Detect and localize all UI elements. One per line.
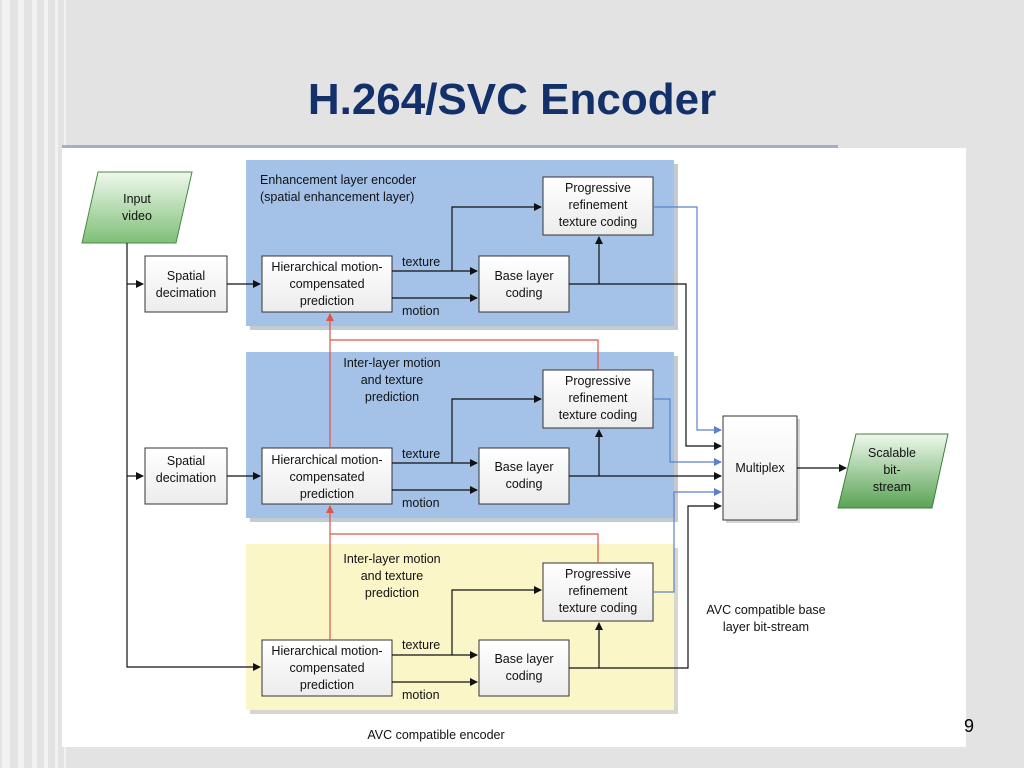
enhancement-layer-caption-2: (spatial enhancement layer): [260, 190, 414, 204]
enhancement-layer-caption-1: Enhancement layer encoder: [260, 173, 416, 187]
progressive-label-3: texture coding: [559, 215, 638, 229]
scalable-bitstream-shape: [837, 433, 949, 509]
texture-label: texture: [402, 638, 440, 652]
inter-layer-caption-2: and texture: [361, 373, 424, 387]
base-layer-coding-label-2: coding: [506, 669, 543, 683]
spatial-decimation-box: [144, 447, 228, 505]
flow-arrows: [126, 203, 847, 686]
inter-layer-caption-1: Inter-layer motion: [343, 552, 440, 566]
base-layer-coding-box: [478, 447, 570, 505]
avc-bitstream-caption-2: layer bit-stream: [723, 620, 809, 634]
input-label-2: video: [122, 209, 152, 223]
texture-label: texture: [402, 255, 440, 269]
motion-label: motion: [402, 496, 440, 510]
avc-encoder-caption: AVC compatible encoder: [367, 728, 504, 742]
base-layer-coding-label-2: coding: [506, 477, 543, 491]
progressive-label-2: refinement: [568, 584, 628, 598]
inter-layer-caption-1: Inter-layer motion: [343, 356, 440, 370]
multiplex-box: [722, 415, 798, 521]
hmc-label-1: Hierarchical motion-: [271, 260, 382, 274]
hmc-label-3: prediction: [300, 678, 354, 692]
avc-bitstream-caption-1: AVC compatible base: [706, 603, 825, 617]
hmc-label-3: prediction: [300, 294, 354, 308]
spatial-decimation-label-2: decimation: [156, 286, 216, 300]
texture-label: texture: [402, 447, 440, 461]
input-label-1: Input: [123, 192, 151, 206]
progressive-label-1: Progressive: [565, 374, 631, 388]
base-layer-coding-label-2: coding: [506, 286, 543, 300]
hmc-prediction-box: [261, 255, 393, 313]
progressive-label-2: refinement: [568, 198, 628, 212]
spatial-decimation-label-2: decimation: [156, 471, 216, 485]
hmc-prediction-box: [261, 639, 393, 697]
base-layer-coding-label-1: Base layer: [494, 460, 553, 474]
hmc-label-2: compensated: [289, 470, 364, 484]
base-layer-coding-box: [478, 255, 570, 313]
page-number: 9: [964, 716, 975, 736]
progressive-refinement-box: [542, 562, 654, 622]
hmc-label-3: prediction: [300, 487, 354, 501]
inter-layer-caption-3: prediction: [365, 586, 419, 600]
motion-label: motion: [402, 304, 440, 318]
multiplex-label: Multiplex: [735, 461, 785, 475]
inter-layer-caption-2: and texture: [361, 569, 424, 583]
base-layer-coding-box: [478, 639, 570, 697]
spatial-decimation-box: [144, 255, 228, 313]
motion-label: motion: [402, 688, 440, 702]
progressive-refinement-box: [542, 176, 654, 236]
hmc-prediction-box: [261, 447, 393, 505]
spatial-decimation-label-1: Spatial: [167, 269, 205, 283]
progressive-refinement-box: [542, 369, 654, 429]
progressive-label-1: Progressive: [565, 181, 631, 195]
refinement-arrows: [653, 206, 722, 593]
progressive-label-2: refinement: [568, 391, 628, 405]
base-layer-coding-label-1: Base layer: [494, 269, 553, 283]
progressive-label-3: texture coding: [559, 408, 638, 422]
spatial-decimation-label-1: Spatial: [167, 454, 205, 468]
inter-layer-caption-3: prediction: [365, 390, 419, 404]
output-label-3: stream: [873, 480, 911, 494]
inter-layer-arrows: [326, 313, 599, 640]
progressive-label-3: texture coding: [559, 601, 638, 615]
output-label-2: bit-: [883, 463, 900, 477]
hmc-label-2: compensated: [289, 277, 364, 291]
slide-title: H.264/SVC Encoder: [307, 75, 717, 124]
output-label-1: Scalable: [868, 446, 916, 460]
hmc-label-1: Hierarchical motion-: [271, 453, 382, 467]
title-divider: [62, 145, 838, 148]
hmc-label-1: Hierarchical motion-: [271, 644, 382, 658]
input-video-shape: [81, 171, 193, 244]
base-layer-coding-label-1: Base layer: [494, 652, 553, 666]
progressive-label-1: Progressive: [565, 567, 631, 581]
hmc-label-2: compensated: [289, 661, 364, 675]
